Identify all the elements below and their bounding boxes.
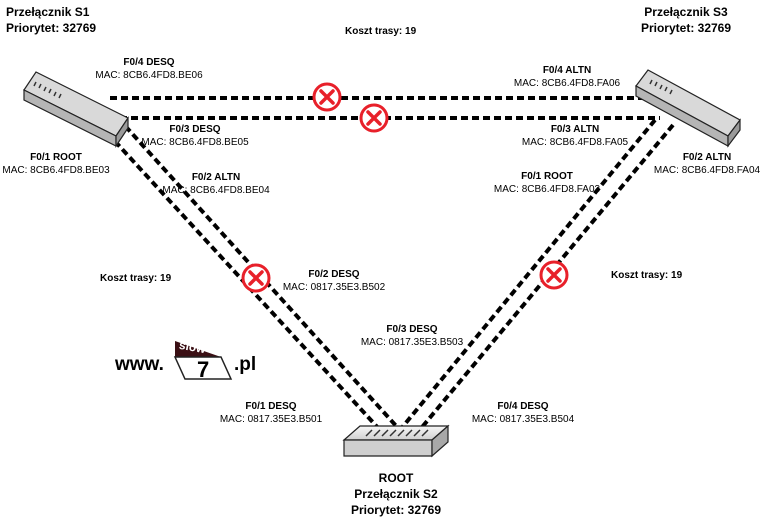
switch-s1-label: Przełącznik S1 Priorytet: 32769 (6, 4, 96, 36)
switch-s2-role: ROOT (378, 471, 414, 485)
switch-s1-priority: Priorytet: 32769 (6, 21, 97, 35)
port-mac: MAC: 8CB6.4FD8.FA06 (513, 78, 621, 89)
port-state: F0/2 ALTN (682, 152, 732, 163)
port-s1-f02: F0/2 ALTN MAC: 8CB6.4FD8.BE04 (150, 171, 282, 197)
port-s1-f04: F0/4 DESQ MAC: 8CB6.4FD8.BE06 (84, 56, 214, 82)
logo-number: 7 (197, 357, 210, 382)
switch-s1-icon (23, 71, 129, 148)
port-state: F0/3 DESQ (169, 124, 221, 135)
port-state: F0/4 DESQ (497, 401, 549, 412)
blocked-icon (359, 103, 389, 133)
switch-s2-name: Przełącznik S2 (354, 487, 438, 501)
port-s2-f01: F0/1 DESQ MAC: 0817.35E3.B501 (204, 400, 338, 426)
path-cost-left: Koszt trasy: 19 (100, 273, 172, 284)
port-mac: MAC: 8CB6.4FD8.FA04 (653, 165, 761, 176)
port-s2-f04: F0/4 DESQ MAC: 0817.35E3.B504 (456, 400, 590, 426)
port-mac: MAC: 8CB6.4FD8.FA03 (493, 184, 601, 195)
blocked-markers (241, 82, 569, 293)
link-s1-s2-f02 (116, 116, 400, 430)
port-s3-f03: F0/3 ALTN MAC: 8CB6.4FD8.FA05 (510, 123, 640, 149)
port-mac: MAC: 8CB6.4FD8.BE04 (162, 185, 270, 196)
port-mac: MAC: 8CB6.4FD8.BE03 (2, 165, 110, 176)
port-state: F0/4 ALTN (542, 65, 592, 76)
port-state: F0/1 ROOT (521, 171, 573, 182)
switch-s3-name: Przełącznik S3 (644, 5, 728, 19)
switch-s3-priority: Priorytet: 32769 (640, 21, 732, 35)
logo-mark-icon (173, 341, 233, 380)
port-mac: MAC: 0817.35E3.B504 (471, 414, 575, 425)
port-mac: MAC: 0817.35E3.B501 (219, 414, 323, 425)
port-mac: MAC: 8CB6.4FD8.BE06 (95, 70, 203, 81)
logo-prefix: www. (115, 354, 164, 375)
blocked-icon (241, 263, 271, 293)
blocked-icon (312, 82, 342, 112)
link-s1-s2-f01 (98, 123, 382, 432)
port-s3-f01: F0/1 ROOT MAC: 8CB6.4FD8.FA03 (480, 170, 614, 196)
port-state: F0/1 ROOT (30, 152, 82, 163)
switch-s3-icon (635, 69, 741, 148)
blocked-icon (539, 260, 569, 290)
port-state: F0/3 DESQ (386, 324, 438, 335)
port-mac: MAC: 8CB6.4FD8.BE05 (141, 137, 249, 148)
port-mac: MAC: 0817.35E3.B503 (360, 337, 464, 348)
switch-s1-name: Przełącznik S1 (6, 5, 90, 19)
port-s1-f01: F0/1 ROOT MAC: 8CB6.4FD8.BE03 (0, 151, 112, 177)
port-s2-f03: F0/3 DESQ MAC: 0817.35E3.B503 (346, 323, 478, 349)
port-mac: MAC: 8CB6.4FD8.FA05 (521, 137, 629, 148)
logo-suffix: .pl (234, 354, 257, 375)
port-s3-f04: F0/4 ALTN MAC: 8CB6.4FD8.FA06 (502, 64, 632, 90)
port-state: F0/4 DESQ (123, 57, 175, 68)
path-cost-top: Koszt trasy: 19 (345, 26, 417, 37)
port-s2-f02: F0/2 DESQ MAC: 0817.35E3.B502 (268, 268, 400, 294)
port-state: F0/2 DESQ (308, 269, 360, 280)
port-state: F0/3 ALTN (550, 124, 600, 135)
port-s1-f03: F0/3 DESQ MAC: 8CB6.4FD8.BE05 (130, 123, 260, 149)
path-cost-right: Koszt trasy: 19 (611, 270, 683, 281)
port-state: F0/2 ALTN (191, 172, 241, 183)
port-state: F0/1 DESQ (245, 401, 297, 412)
switch-s2-icon (342, 424, 450, 458)
port-s3-f02: F0/2 ALTN MAC: 8CB6.4FD8.FA04 (650, 151, 764, 177)
switch-s3-label: Przełącznik S3 Priorytet: 32769 (620, 4, 752, 36)
switch-s2-priority: Priorytet: 32769 (350, 503, 442, 517)
link-s3-s2-f03 (398, 118, 657, 432)
switch-s2-label: ROOT Przełącznik S2 Priorytet: 32769 (330, 470, 462, 518)
port-mac: MAC: 0817.35E3.B502 (282, 282, 386, 293)
